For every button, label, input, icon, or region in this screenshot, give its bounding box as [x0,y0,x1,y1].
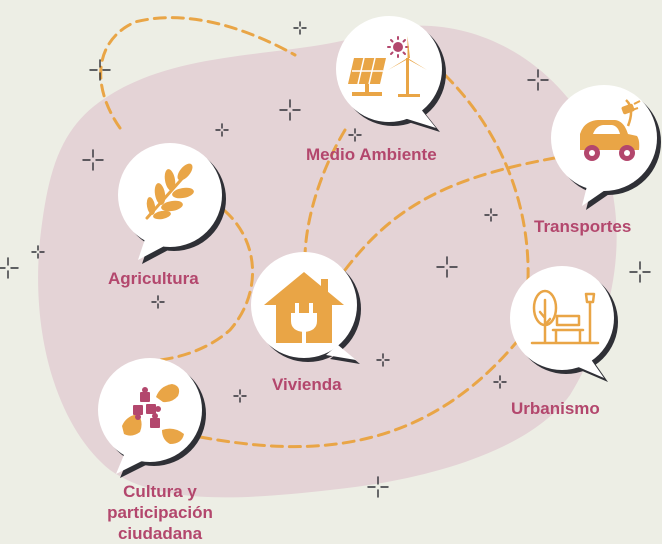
path-medio-vivienda [303,128,347,260]
label-cultura-line-2: participación [107,503,213,522]
wind-solar-icon [348,36,427,97]
bubble-agricultura [118,143,222,260]
label-cultura-line-1: Cultura y [123,482,197,501]
house-plug-icon [264,272,344,343]
path-vivienda-transportes [343,153,574,272]
sparkle [436,256,458,278]
sparkle [0,257,19,279]
sparkle [348,128,362,142]
sparkle [31,245,45,259]
path-cultura-urbanismo [198,336,522,449]
sparkle [233,389,247,403]
sparkle [215,123,229,137]
label-urbanismo: Urbanismo [511,399,600,418]
label-cultura-line-3: ciudadana [117,524,203,543]
sparkle [376,353,390,367]
bubble-urbanismo [510,266,614,378]
label-agricultura: Agricultura [108,269,199,288]
bubble-vivienda [251,252,357,360]
sparkle [527,69,549,91]
park-bench-icon [530,289,600,345]
sparkle-decorations [0,21,651,498]
path-top-loop [99,16,297,130]
path-medio-urbanismo [443,73,530,282]
sparkle [484,208,498,222]
connection-paths [99,16,574,449]
bubble-transportes [551,85,657,206]
sparkle [493,375,507,389]
label-medio-ambiente: Medio Ambiente [306,145,437,164]
sparkle [151,295,165,309]
sparkle [279,99,301,121]
bubble-cultura [98,358,202,474]
label-vivienda: Vivienda [272,375,342,394]
electric-car-icon [580,99,641,161]
wheat-icon [145,163,194,220]
path-agricultura-vivienda [158,198,255,362]
label-cultura: Cultura y participación ciudadana [80,481,240,544]
bubble-medio-ambiente [336,16,442,128]
sparkle [367,476,389,498]
label-transportes: Transportes [534,217,632,236]
sparkle [89,59,111,81]
sparkle [629,261,651,283]
sparkle [82,149,104,171]
puzzle-hands-icon [122,384,184,444]
sparkle [293,21,307,35]
